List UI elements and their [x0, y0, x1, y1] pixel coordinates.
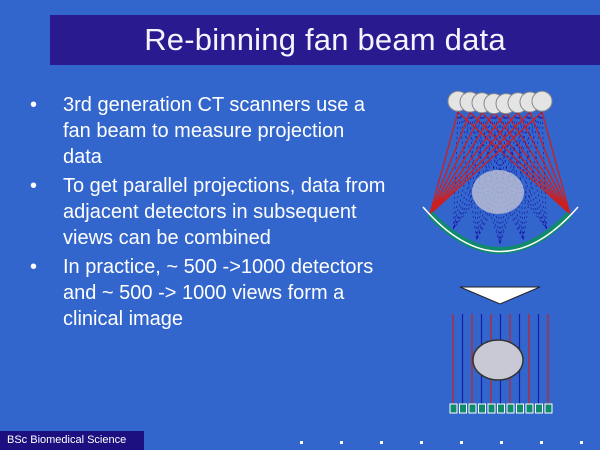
footer-text: BSc Biomedical Science — [7, 434, 127, 446]
fan-ray — [493, 111, 571, 215]
decorative-dot — [580, 441, 583, 444]
fan-ray — [429, 111, 531, 215]
detector-cell — [449, 403, 458, 414]
fan-ray — [481, 111, 571, 215]
decorative-dot — [500, 441, 503, 444]
detector-cell — [516, 403, 524, 414]
fan-ray — [499, 111, 543, 245]
bullet-text: In practice, ~ 500 ->1000 detectors and … — [63, 256, 374, 330]
fan-ray — [453, 111, 507, 230]
footer-label: BSc Biomedical Science — [0, 431, 144, 450]
fan-ray — [481, 111, 547, 230]
detector-cell — [525, 403, 534, 414]
fan-ray — [476, 111, 495, 241]
x-ray-source-icon — [531, 90, 553, 112]
fan-ray — [517, 111, 548, 230]
detector-cell — [478, 403, 486, 414]
bullet-icon: • — [30, 94, 38, 116]
fan-ray — [429, 111, 519, 215]
fan-ray — [429, 111, 459, 215]
x-ray-source-array-icon — [447, 90, 553, 115]
fan-ray — [457, 111, 501, 245]
detector-cell — [468, 403, 477, 414]
detector-arc-outline — [422, 206, 579, 253]
parallel-object-ellipse — [472, 339, 524, 381]
fan-ray — [429, 111, 471, 215]
rebinning-diagram-svg — [422, 90, 579, 414]
decorative-dot — [380, 441, 383, 444]
detector-cell — [497, 403, 505, 414]
fan-ray — [505, 111, 547, 230]
fan-ray — [505, 111, 571, 215]
bullet-item: • To get parallel projections, data from… — [28, 173, 388, 251]
bullet-text: To get parallel projections, data from a… — [63, 175, 386, 249]
slide-title-bar: Re-binning fan beam data — [50, 15, 600, 65]
detector-cell — [506, 403, 515, 414]
fan-ray — [541, 111, 571, 215]
bullet-item: • 3rd generation CT scanners use a fan b… — [28, 92, 388, 170]
decorative-dot — [300, 441, 303, 444]
fan-ray — [529, 111, 571, 215]
fan-object-ellipse — [472, 170, 524, 214]
fan-beam-rays — [429, 111, 571, 245]
fan-ray — [522, 111, 531, 240]
fan-ray — [453, 111, 495, 230]
fan-ray — [469, 111, 547, 230]
fan-ray — [469, 111, 524, 241]
bullet-item: • In practice, ~ 500 ->1000 detectors an… — [28, 254, 388, 332]
bullet-text: 3rd generation CT scanners use a fan bea… — [63, 94, 366, 168]
detector-arc-icon — [427, 211, 573, 254]
fan-ray — [476, 111, 531, 241]
fan-ray — [429, 111, 507, 215]
decorative-dot — [540, 441, 543, 444]
detector-cell — [535, 403, 543, 414]
rebinning-diagram — [418, 82, 583, 422]
slide-title: Re-binning fan beam data — [144, 22, 506, 57]
fan-ray — [457, 111, 571, 215]
down-arrow-icon — [459, 286, 541, 305]
fan-ray — [453, 111, 519, 230]
bullet-icon: • — [30, 256, 38, 278]
bullet-list: • 3rd generation CT scanners use a fan b… — [28, 92, 388, 335]
detector-row-icon — [449, 403, 553, 414]
fan-ray — [429, 111, 495, 215]
bullet-icon: • — [30, 175, 38, 197]
decorative-dot — [420, 441, 423, 444]
decorative-dot — [460, 441, 463, 444]
fan-ray — [429, 111, 483, 215]
fan-ray — [429, 111, 543, 215]
decorative-dot — [340, 441, 343, 444]
detector-cell — [459, 403, 467, 414]
fan-ray — [453, 111, 531, 230]
fan-ray — [522, 111, 543, 241]
detector-cell — [544, 403, 553, 414]
detector-cell — [487, 403, 496, 414]
fan-ray — [493, 111, 547, 230]
